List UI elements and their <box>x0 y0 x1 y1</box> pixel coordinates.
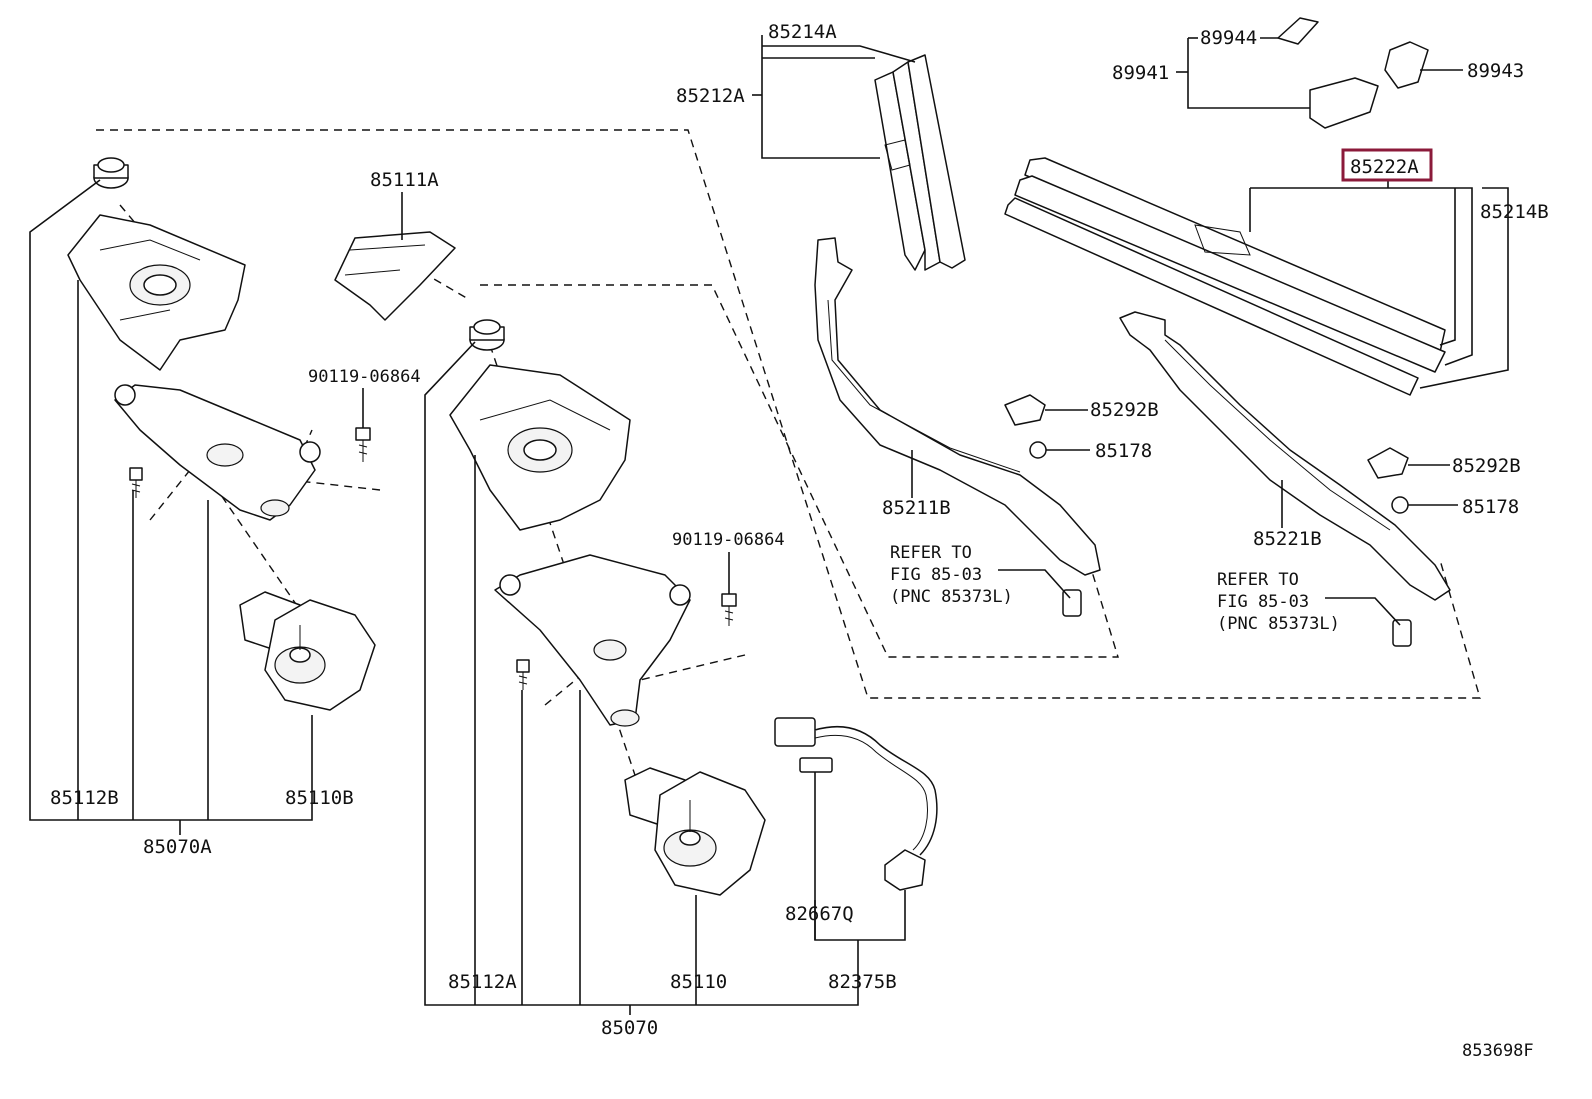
label-85214a[interactable]: 85214A <box>768 21 837 43</box>
bolt-part <box>129 467 143 498</box>
label-82375b[interactable]: 82375B <box>828 971 897 993</box>
motor-85110b-part <box>239 591 376 711</box>
refer-note-left: REFER TO FIG 85-03 (PNC 85373L) <box>890 543 1013 607</box>
label-85211b[interactable]: 85211B <box>882 497 951 519</box>
bolt-center-part <box>516 659 530 690</box>
label-85070[interactable]: 85070 <box>601 1017 658 1039</box>
pivot-cover-85112a-part <box>449 364 631 531</box>
label-85292b-a[interactable]: 85292B <box>1090 399 1159 421</box>
pivot-cover-85112b-part <box>67 214 246 371</box>
wiper-blade-left-part <box>874 54 966 271</box>
label-85178-b[interactable]: 85178 <box>1462 496 1519 518</box>
diagram-id: 853698F <box>1462 1041 1534 1061</box>
bolt-90119-b-part <box>721 593 737 626</box>
label-89941[interactable]: 89941 <box>1112 62 1169 84</box>
refer-note-line[interactable]: FIG 85-03 <box>890 565 982 585</box>
label-85222a[interactable]: 85222A <box>1350 156 1419 178</box>
assembly-85070 <box>449 319 766 896</box>
label-85214b[interactable]: 85214B <box>1480 201 1549 223</box>
label-89943[interactable]: 89943 <box>1467 60 1524 82</box>
label-85111a[interactable]: 85111A <box>370 169 439 191</box>
blade-cap-parts <box>1277 17 1429 129</box>
label-85112a[interactable]: 85112A <box>448 971 517 993</box>
caps-and-nuts-parts <box>1004 394 1409 514</box>
assembly-85070a <box>67 157 376 711</box>
label-89944[interactable]: 89944 <box>1200 27 1257 49</box>
label-85221b[interactable]: 85221B <box>1253 528 1322 550</box>
wiper-arm-85211b-part <box>814 237 1101 617</box>
refer-note-line[interactable]: FIG 85-03 <box>1217 592 1309 612</box>
grommet-center-part <box>469 319 505 351</box>
bracket-85111a-part <box>334 231 456 321</box>
wiper-arm-85221b-part <box>1119 311 1451 647</box>
label-85292b-b[interactable]: 85292B <box>1452 455 1521 477</box>
grommet-part <box>93 157 129 189</box>
label-85212a[interactable]: 85212A <box>676 85 745 107</box>
link-plate-center-part <box>494 554 691 727</box>
leader-lines <box>29 35 1509 1015</box>
refer-note-right: REFER TO FIG 85-03 (PNC 85373L) <box>1217 570 1340 634</box>
label-85178-a[interactable]: 85178 <box>1095 440 1152 462</box>
wire-harness-82375b-part <box>774 717 938 891</box>
label-90119-06864-b[interactable]: 90119-06864 <box>672 530 785 550</box>
label-90119-06864-a[interactable]: 90119-06864 <box>308 367 421 387</box>
refer-note-line[interactable]: (PNC 85373L) <box>1217 614 1340 634</box>
label-85110[interactable]: 85110 <box>670 971 727 993</box>
bolt-90119-a-part <box>355 427 371 462</box>
part-labels: 85214A 85212A 89944 89941 89943 85222A 8… <box>50 21 1549 1039</box>
refer-note-line[interactable]: (PNC 85373L) <box>890 587 1013 607</box>
wiper-blade-right-part <box>1004 157 1446 396</box>
refer-note-line: REFER TO <box>1217 570 1299 590</box>
label-85112b[interactable]: 85112B <box>50 787 119 809</box>
motor-85110-part <box>624 767 766 896</box>
label-82667q[interactable]: 82667Q <box>785 903 854 925</box>
highlight-box-85222a <box>1341 148 1433 182</box>
refer-note-line: REFER TO <box>890 543 972 563</box>
label-85070a[interactable]: 85070A <box>143 836 212 858</box>
link-plate-part <box>114 384 321 521</box>
label-85110b[interactable]: 85110B <box>285 787 354 809</box>
